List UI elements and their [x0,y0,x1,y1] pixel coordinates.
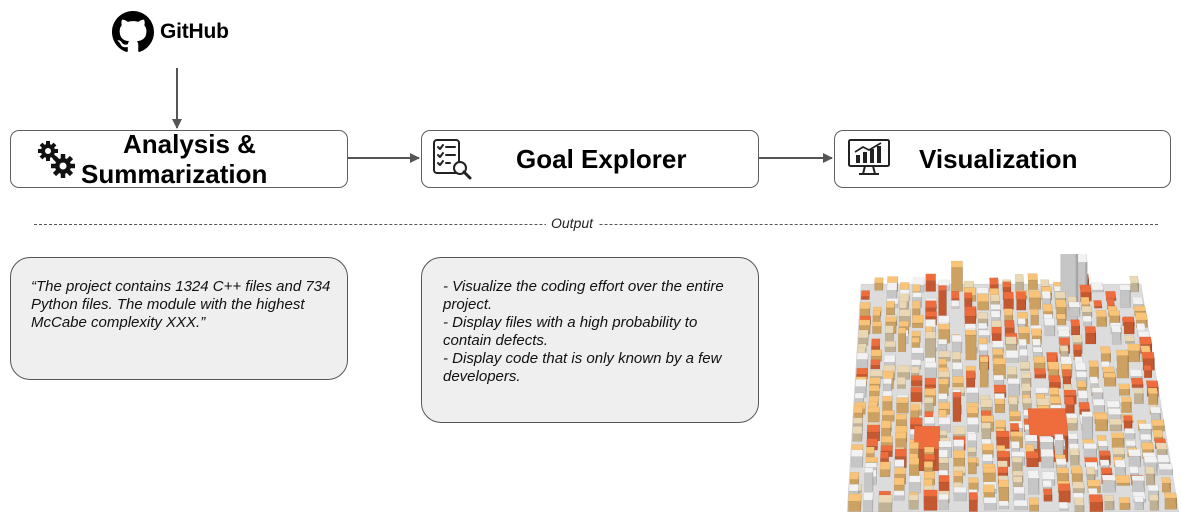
gears-icon [38,141,75,178]
github-octocat-icon [112,11,154,52]
visualization-box: Visualization [834,130,1171,188]
goal-explorer-box: Goal Explorer [421,130,759,188]
code-city-visualization [846,254,1180,512]
github-label: GitHub [160,20,229,43]
summary-output-card: “The project contains 1324 C++ files and… [10,257,348,380]
visualization-title: Visualization [919,144,1078,174]
pipeline-arrows [172,68,833,163]
monitor-chart-icon [848,139,890,175]
output-label: Output [546,214,599,232]
analysis-summarization-box: Analysis & Summarization [10,130,348,188]
github-logo: GitHub [112,8,252,56]
goals-output-card: - Visualize the coding effort over the e… [421,257,759,423]
analysis-title-line2: Summarization [81,159,268,189]
goal-explorer-title: Goal Explorer [516,144,687,174]
summary-text: “The project contains 1324 C++ files and… [31,278,331,331]
goal-item: - Display code that is only known by a f… [443,350,722,385]
analysis-title-line1: Analysis & [123,129,256,159]
goal-item: - Display files with a high probability … [443,314,698,349]
checklist-search-icon [433,139,472,180]
goal-item: - Visualize the coding effort over the e… [443,278,724,313]
